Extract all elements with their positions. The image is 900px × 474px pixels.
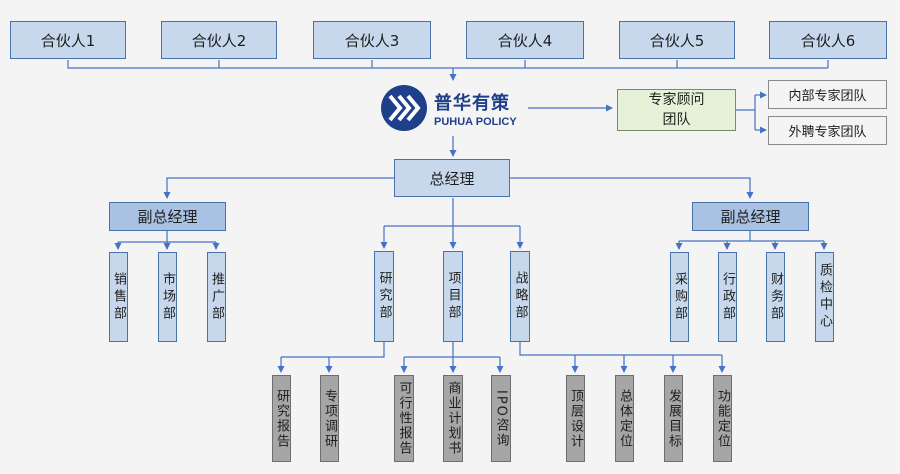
partner-box-1: 合伙人1 — [10, 21, 126, 59]
dept-procurement: 采购部 — [670, 252, 689, 342]
dept-quality-center: 质检中心 — [815, 252, 834, 342]
dept-projects: 项目部 — [443, 251, 463, 342]
deputy-gm-left: 副总经理 — [109, 202, 226, 231]
dept-strategy: 战略部 — [510, 251, 530, 342]
expert-team-line1: 专家顾问 — [648, 92, 705, 108]
general-manager-box: 总经理 — [394, 159, 510, 197]
dept-administration: 行政部 — [718, 252, 737, 342]
dept-research: 研究部 — [374, 251, 394, 342]
subunit-top-level-design: 顶层设计 — [566, 375, 585, 462]
logo-name-en: PUHUA POLICY — [434, 115, 517, 128]
dept-sales: 销售部 — [109, 252, 128, 342]
external-expert-team: 外聘专家团队 — [768, 116, 887, 145]
subunit-special-survey: 专项调研 — [320, 375, 339, 462]
partner-box-2: 合伙人2 — [161, 21, 277, 59]
dept-promotion: 推广部 — [207, 252, 226, 342]
subunit-business-plan: 商业计划书 — [443, 375, 463, 462]
partner-box-3: 合伙人3 — [313, 21, 431, 59]
subunit-research-report: 研究报告 — [272, 375, 291, 462]
company-logo: 普华有策 PUHUA POLICY — [380, 84, 528, 132]
dept-marketing: 市场部 — [158, 252, 177, 342]
dept-finance: 财务部 — [766, 252, 785, 342]
subunit-feasibility-report: 可行性报告 — [394, 375, 414, 462]
logo-chevron-icon — [381, 85, 427, 131]
logo-name-cn: 普华有策 — [434, 92, 510, 114]
partner-box-5: 合伙人5 — [619, 21, 735, 59]
expert-team-line2: 团队 — [662, 112, 691, 128]
subunit-overall-positioning: 总体定位 — [615, 375, 634, 462]
subunit-ipo-consulting: IPO咨询 — [491, 375, 511, 462]
subunit-development-goals: 发展目标 — [664, 375, 683, 462]
internal-expert-team: 内部专家团队 — [768, 80, 887, 109]
expert-advisory-team: 专家顾问 团队 — [617, 89, 736, 131]
subunit-functional-positioning: 功能定位 — [713, 375, 732, 462]
deputy-gm-right: 副总经理 — [692, 202, 809, 231]
partner-box-6: 合伙人6 — [769, 21, 887, 59]
partner-box-4: 合伙人4 — [466, 21, 584, 59]
